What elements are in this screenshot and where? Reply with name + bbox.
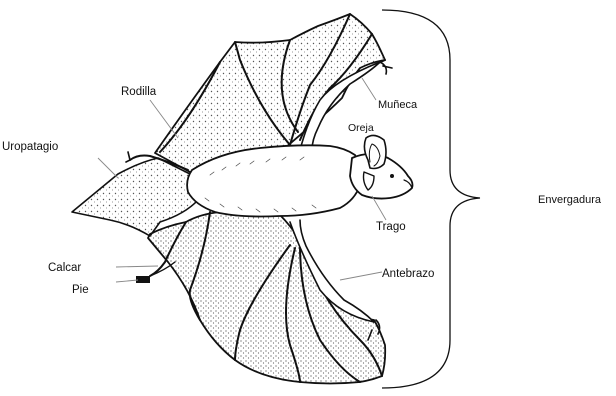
- label-antebrazo: Antebrazo: [382, 268, 434, 280]
- lower-wing-membrane: [148, 212, 385, 384]
- leader-trago: [372, 196, 386, 220]
- leader-calcar: [116, 266, 158, 267]
- label-uropatagio: Uropatagio: [2, 141, 58, 153]
- wingspan-bracket: [382, 10, 480, 388]
- upper-wrist-claw: [380, 62, 392, 74]
- bat-eye: [390, 174, 394, 178]
- leader-munieca: [362, 78, 376, 100]
- label-envergadura: Envergadura: [538, 194, 602, 206]
- upper-foot: [126, 152, 130, 162]
- label-calcar: Calcar: [48, 262, 81, 274]
- label-pie: Pie: [72, 284, 89, 296]
- leader-antebrazo: [340, 272, 382, 280]
- leader-rodilla: [150, 100, 178, 138]
- label-oreja: Oreja: [348, 122, 374, 134]
- foot-mark: [136, 276, 150, 283]
- label-rodilla: Rodilla: [121, 86, 157, 98]
- bat-illustration: [72, 14, 413, 384]
- leader-uropatagio: [98, 158, 118, 178]
- label-munieca: Muñeca: [378, 99, 418, 111]
- label-trago: Trago: [376, 221, 406, 233]
- leader-pie: [116, 280, 138, 282]
